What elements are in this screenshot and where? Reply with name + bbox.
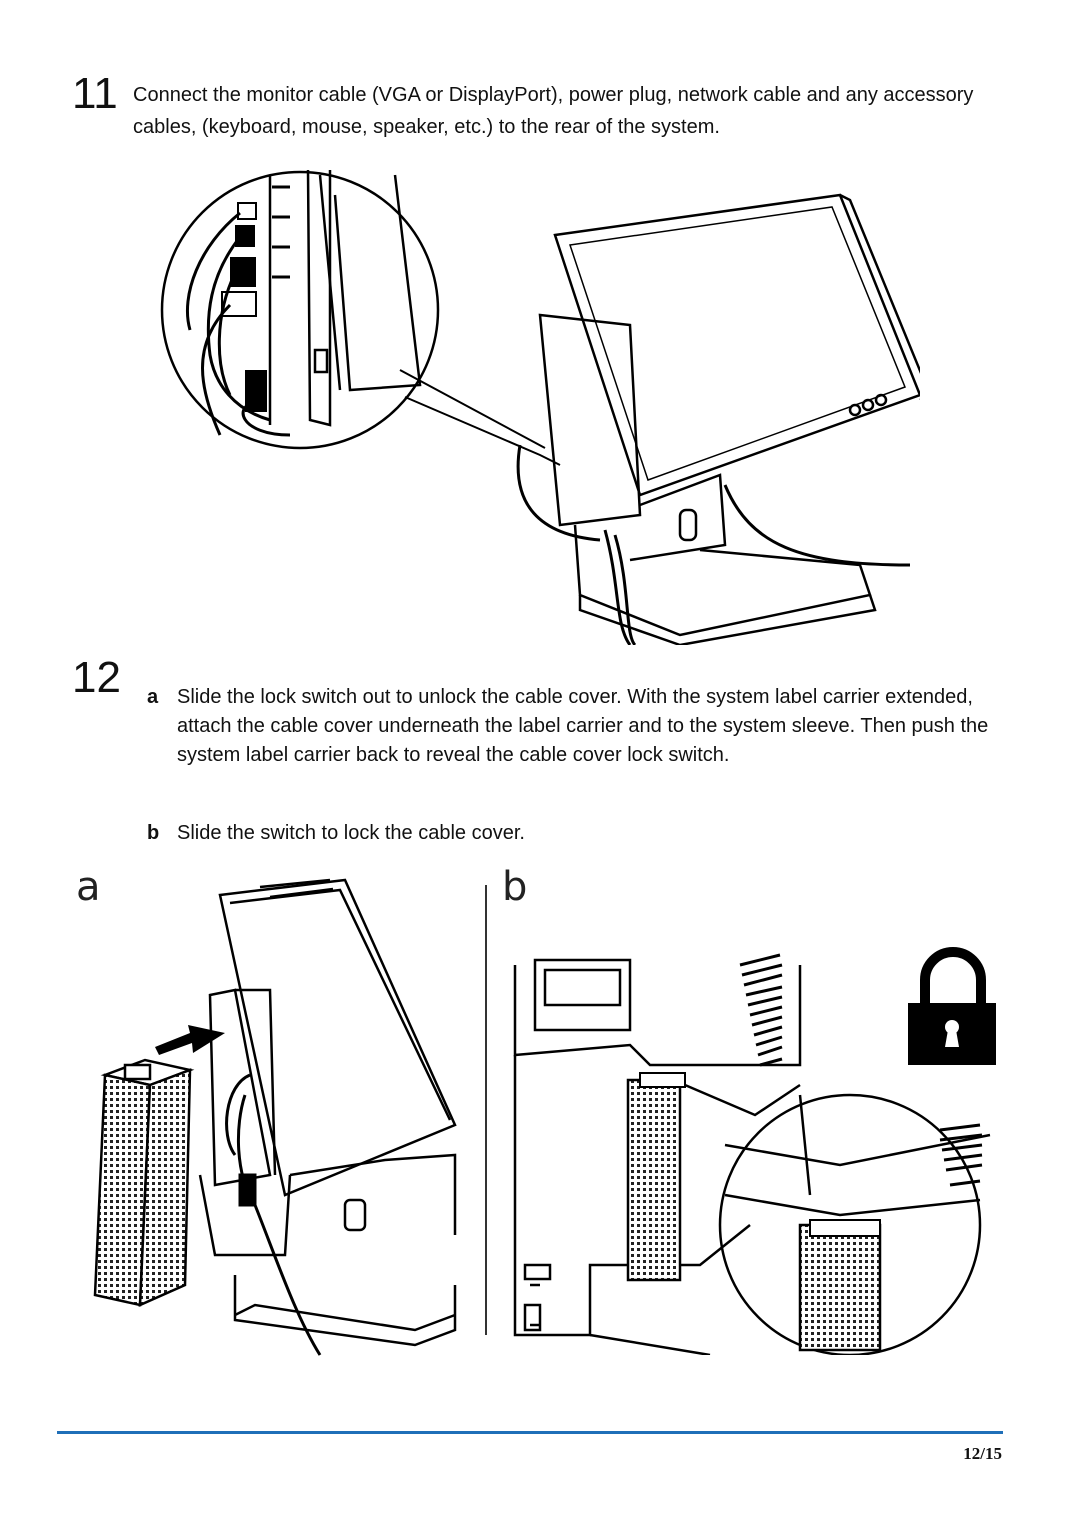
- zoom-circle: [160, 170, 440, 450]
- lock-icon: [908, 947, 996, 1065]
- monitor: [553, 193, 920, 497]
- step-11-number: 11: [72, 69, 118, 118]
- figure-a-illustration: [93, 878, 457, 1356]
- page-number: 12/15: [963, 1444, 1002, 1463]
- step-12-number: 12: [72, 653, 121, 702]
- cables-zoom: [185, 185, 291, 437]
- figure-b-label: b: [502, 864, 528, 910]
- figure-a-label: a: [76, 864, 101, 910]
- step-12a-text: Slide the lock switch out to unlock the …: [177, 686, 989, 766]
- figure-divider: [485, 885, 487, 1335]
- zoom-leader: [399, 369, 561, 466]
- step-12a-letter: a: [147, 686, 159, 708]
- footer-rule: [57, 1431, 1003, 1434]
- rear-panel-detail: [268, 169, 422, 427]
- step-11-illustration: [160, 169, 920, 645]
- cables-main: [516, 444, 911, 645]
- monitor-stand: [538, 313, 877, 645]
- step-12b-letter: b: [147, 822, 160, 844]
- insert-arrow: [155, 1025, 225, 1055]
- figure-b-illustration: [513, 947, 996, 1355]
- step-11-text: Connect the monitor cable (VGA or Displa…: [133, 84, 974, 138]
- step-12b-text: Slide the switch to lock the cable cover…: [177, 822, 525, 844]
